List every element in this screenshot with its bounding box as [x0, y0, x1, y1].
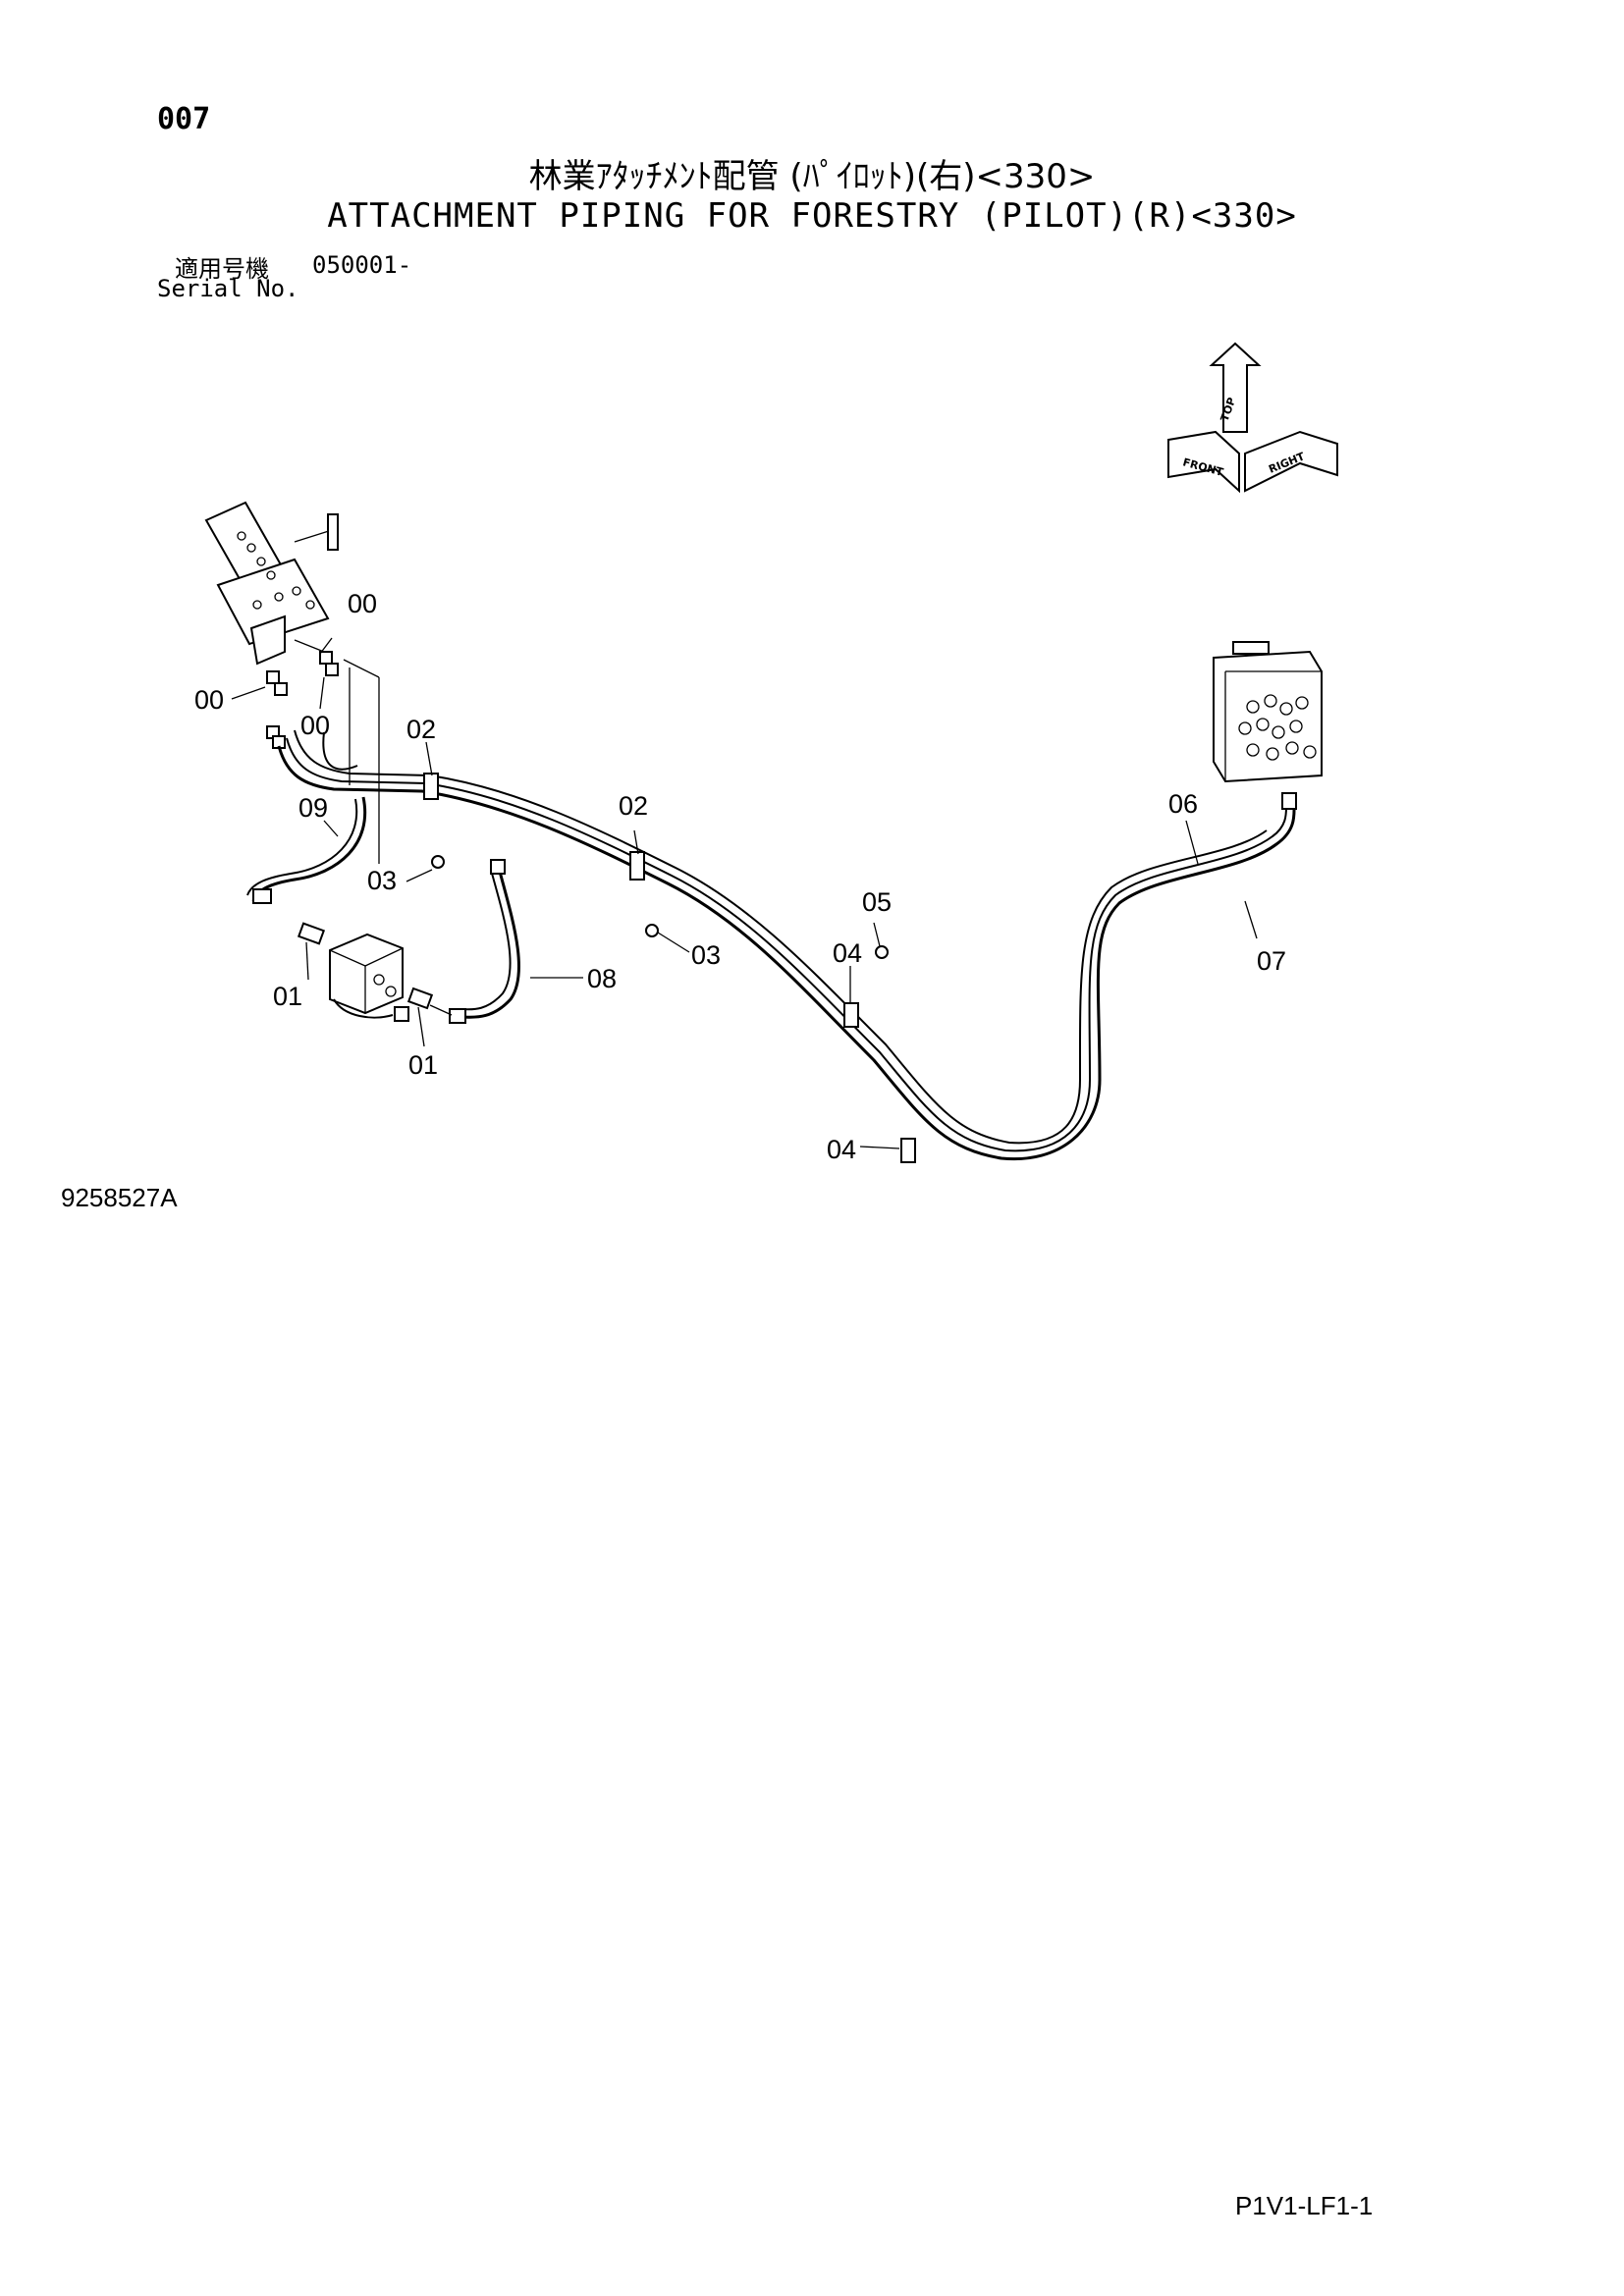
callout-01-a: 01: [273, 982, 302, 1011]
callout-00-mid: 00: [300, 711, 330, 740]
fitting: [319, 651, 333, 665]
serial-number-value: 050001-: [312, 251, 412, 279]
clamp-02b: [629, 851, 645, 881]
small-fitting: [394, 1006, 409, 1022]
front-arrow-icon: [1167, 430, 1240, 494]
callout-07: 07: [1257, 946, 1286, 976]
pedal-fittings: [266, 639, 380, 864]
callout-08: 08: [587, 964, 617, 993]
serial-label-japanese: 適用号機: [175, 255, 269, 283]
clamp-02a: [423, 773, 439, 800]
orientation-indicator: TOP FRONT RIGHT: [1167, 342, 1338, 494]
bolt-05: [875, 945, 889, 959]
clamp-04a: [843, 1002, 859, 1028]
fitting: [325, 663, 339, 676]
page-title-japanese: 林業ｱﾀｯﾁﾒﾝﾄ配管 (ﾊﾟｲﾛｯﾄ)(右)<330>: [528, 157, 1096, 196]
control-valve-port-fitting: [1281, 792, 1297, 810]
pilot-pedal-assembly: [204, 501, 339, 666]
callout-04-b: 04: [827, 1135, 856, 1164]
page-number: 007: [157, 102, 211, 136]
clamp-04b: [900, 1138, 916, 1163]
fitting: [274, 682, 288, 696]
hose-08-end-fitting: [449, 1008, 466, 1024]
callout-02-a: 02: [406, 715, 436, 744]
bolt-03a: [431, 855, 445, 869]
fitting-01a: [297, 922, 326, 945]
right-arrow-icon: [1244, 430, 1338, 493]
callout-01-b: 01: [408, 1050, 438, 1080]
pedal-lever: [327, 513, 339, 551]
top-arrow-icon: [1209, 342, 1262, 433]
clamps: [423, 773, 916, 1163]
callouts: 00 00 00 02 02 09 03 03 01 01 08 05 04 0…: [194, 589, 1286, 1164]
hose-09: [246, 796, 367, 904]
sheet-code: P1V1-LF1-1: [1235, 2191, 1374, 2220]
callout-00-top: 00: [348, 589, 377, 618]
pipe-bundle: [277, 667, 1296, 1161]
bolt-03b: [645, 924, 659, 937]
callout-09: 09: [298, 793, 328, 823]
hose-08: [449, 859, 520, 1024]
pedal-base: [216, 558, 330, 646]
callout-03-a: 03: [367, 866, 397, 895]
callout-00-left: 00: [194, 685, 224, 715]
serial-label-english: Serial No.: [157, 275, 299, 302]
control-valve-cap: [1232, 641, 1270, 655]
callout-04-a: 04: [833, 938, 862, 968]
fitting-01b: [406, 987, 434, 1010]
control-valve: [1213, 641, 1323, 810]
hose-09-end-fitting: [252, 888, 272, 904]
leader-lines: [231, 637, 1258, 1149]
control-valve-body: [1213, 650, 1323, 783]
callout-02-b: 02: [619, 791, 648, 821]
callout-03-b: 03: [691, 940, 721, 970]
pedal-valve-body: [249, 614, 286, 666]
shuttle-valve-block: [297, 922, 453, 1022]
hose-08-top-fitting: [490, 859, 506, 875]
callout-05: 05: [862, 887, 892, 917]
page-title-english: ATTACHMENT PIPING FOR FORESTRY (PILOT)(R…: [327, 196, 1297, 236]
valve-block: [329, 933, 404, 1015]
callout-06: 06: [1168, 789, 1198, 819]
fitting: [266, 670, 280, 684]
drawing-number: 9258527A: [61, 1183, 178, 1212]
